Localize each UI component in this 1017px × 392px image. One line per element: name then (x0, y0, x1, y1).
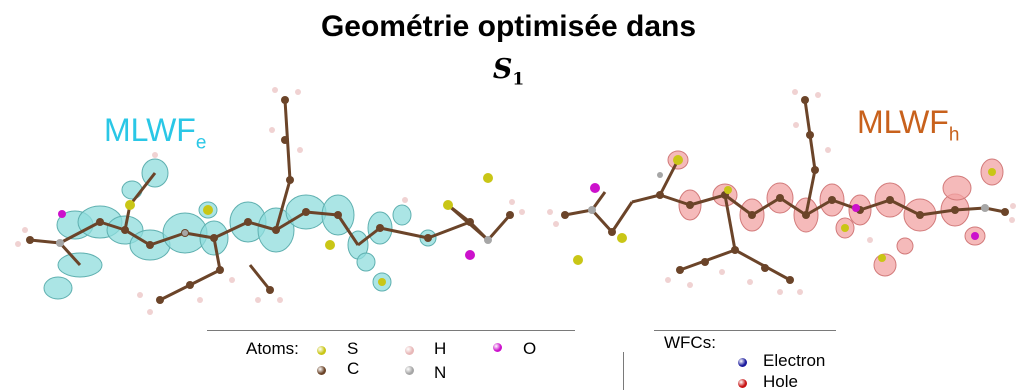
oxygen-legend-marker (493, 343, 502, 352)
hole-wfc-label: Hole (763, 372, 798, 391)
wfc-legend-title: WFCs: (664, 333, 716, 352)
atoms-legend-divider (207, 330, 575, 331)
electron-wfc-marker (738, 358, 747, 367)
oxygen-legend-label: O (523, 339, 537, 358)
hydrogen-legend-marker (405, 346, 414, 355)
state-symbol: S1 (492, 54, 525, 90)
electron-wfc-label: Electron (763, 351, 826, 370)
carbon-legend-marker (317, 366, 326, 375)
wfc-legend-separator (623, 352, 624, 390)
hydrogen-legend-label: H (434, 339, 447, 358)
carbon-legend-label: C (347, 359, 360, 378)
electron-panel-label: MLWFe (104, 112, 207, 154)
atoms-legend-title: Atoms: (246, 339, 299, 358)
sulfur-legend-marker (317, 346, 326, 355)
wfc-legend-divider (654, 330, 836, 331)
nitrogen-legend-marker (405, 366, 414, 375)
hole-wfc-marker (738, 379, 747, 388)
nitrogen-legend-label: N (434, 363, 447, 382)
figure-title: Geométrie optimisée dans (320, 10, 697, 43)
hole-panel-label: MLWFh (857, 104, 960, 146)
sulfur-legend-label: S (347, 339, 359, 358)
